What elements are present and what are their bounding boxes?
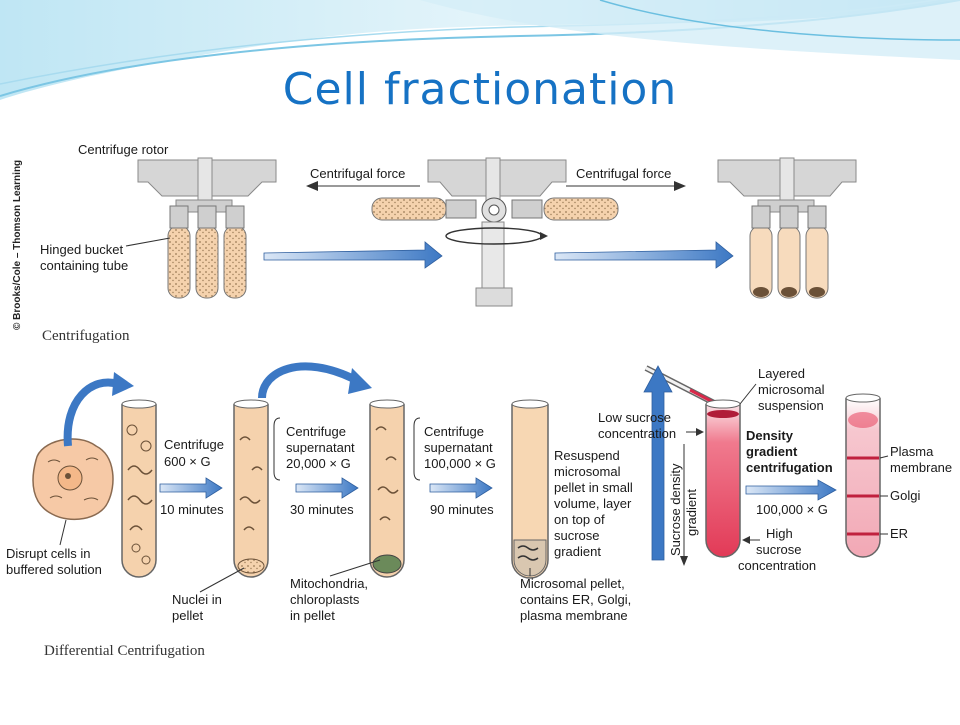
curved-arrow-1 [63, 372, 134, 447]
band-plasma-line2: membrane [890, 460, 952, 475]
density-title-1: Density [746, 428, 794, 443]
bucket-label-line1: Hinged bucket [40, 242, 123, 257]
resuspend-line-7: gradient [554, 544, 601, 559]
step2-time: 30 minutes [290, 502, 354, 517]
resuspend-text: Resuspend microsomal pellet in small vol… [554, 448, 633, 559]
resuspend-line-3: pellet in small [554, 480, 633, 495]
step3-line2: supernatant [424, 440, 493, 455]
band-plasma-line1: Plasma [890, 444, 934, 459]
disrupt-label-line2: buffered solution [6, 562, 102, 577]
process-arrow-2 [554, 241, 734, 269]
density-title-2: gradient [746, 444, 798, 459]
force-left-arrowhead [306, 181, 318, 191]
step1-arrow [159, 477, 223, 499]
density-tube [705, 399, 741, 558]
nuclei-label-line1: Nuclei in [172, 592, 222, 607]
micro-pellet-line2: contains ER, Golgi, [520, 592, 631, 607]
mito-label-line1: Mitochondria, [290, 576, 368, 591]
band-golgi: Golgi [890, 488, 920, 503]
force-right-label: Centrifugal force [576, 166, 671, 181]
resuspend-line-1: Resuspend [554, 448, 620, 463]
density-title-3: centrifugation [746, 460, 833, 475]
header-wave [0, 0, 960, 100]
copyright-text: © Brooks/Cole – Thomson Learning [12, 160, 23, 330]
rotor-spinning [371, 157, 619, 307]
mito-label-line3: in pellet [290, 608, 335, 623]
differential-caption: Differential Centrifugation [44, 643, 205, 659]
tube-1 [121, 399, 157, 578]
step1-line2: 600 × G [164, 454, 211, 469]
layered-line-2: microsomal [758, 382, 825, 397]
band-er: ER [890, 526, 908, 541]
tube-3 [369, 399, 405, 578]
cell-illustration [32, 438, 114, 521]
micro-pellet-line1: Microsomal pellet, [520, 576, 625, 591]
resuspend-line-4: volume, layer [554, 496, 632, 511]
force-left-label: Centrifugal force [310, 166, 405, 181]
step3-line3: 100,000 × G [424, 456, 496, 471]
bucket-leader [125, 237, 171, 247]
step2-line1: Centrifuge [286, 424, 346, 439]
high-sucrose-line3: concentration [738, 558, 816, 573]
density-title: Density gradient centrifugation [746, 428, 833, 475]
resuspend-line-5: on top of [554, 512, 605, 527]
density-arrow [745, 479, 837, 501]
bucket-label-line2: containing tube [40, 258, 128, 273]
nuclei-label-line2: pellet [172, 608, 203, 623]
step2-arrow [295, 477, 359, 499]
rotor-left [137, 157, 277, 299]
step3-bracket [413, 417, 421, 481]
step1-time: 10 minutes [160, 502, 224, 517]
micro-pellet-line3: plasma membrane [520, 608, 628, 623]
density-speed: 100,000 × G [756, 502, 828, 517]
rotor-right [717, 157, 857, 299]
resuspend-line-6: sucrose [554, 528, 600, 543]
step3-line1: Centrifuge [424, 424, 484, 439]
curved-arrow-3 [643, 365, 673, 561]
disrupt-label-line1: Disrupt cells in [6, 546, 91, 561]
banded-tube [845, 393, 881, 558]
resuspend-line-2: microsomal [554, 464, 621, 479]
tube-2 [233, 399, 269, 578]
high-sucrose-line2: sucrose [756, 542, 802, 557]
step2-bracket [273, 417, 281, 481]
step3-arrow [429, 477, 493, 499]
high-sucrose-line1: High [766, 526, 793, 541]
page-title: Cell fractionation [282, 64, 678, 115]
tube-4 [511, 399, 549, 579]
rotor-label: Centrifuge rotor [78, 142, 169, 157]
force-right-arrowhead [674, 181, 686, 191]
curved-arrow-2 [258, 362, 372, 399]
axis-label-line2: gradient [684, 489, 699, 536]
mito-label-line2: chloroplasts [290, 592, 360, 607]
layered-text: Layered microsomal suspension [758, 366, 825, 413]
layered-line-3: suspension [758, 398, 824, 413]
low-sucrose-line2: concentration [598, 426, 676, 441]
step1-line1: Centrifuge [164, 437, 224, 452]
step2-line3: 20,000 × G [286, 456, 351, 471]
step3-time: 90 minutes [430, 502, 494, 517]
process-arrow-1 [263, 241, 443, 269]
layered-line-1: Layered [758, 366, 805, 381]
centrifugation-caption: Centrifugation [42, 328, 130, 344]
low-sucrose-line1: Low sucrose [598, 410, 671, 425]
axis-label-line1: Sucrose density [668, 463, 683, 556]
step2-line2: supernatant [286, 440, 355, 455]
